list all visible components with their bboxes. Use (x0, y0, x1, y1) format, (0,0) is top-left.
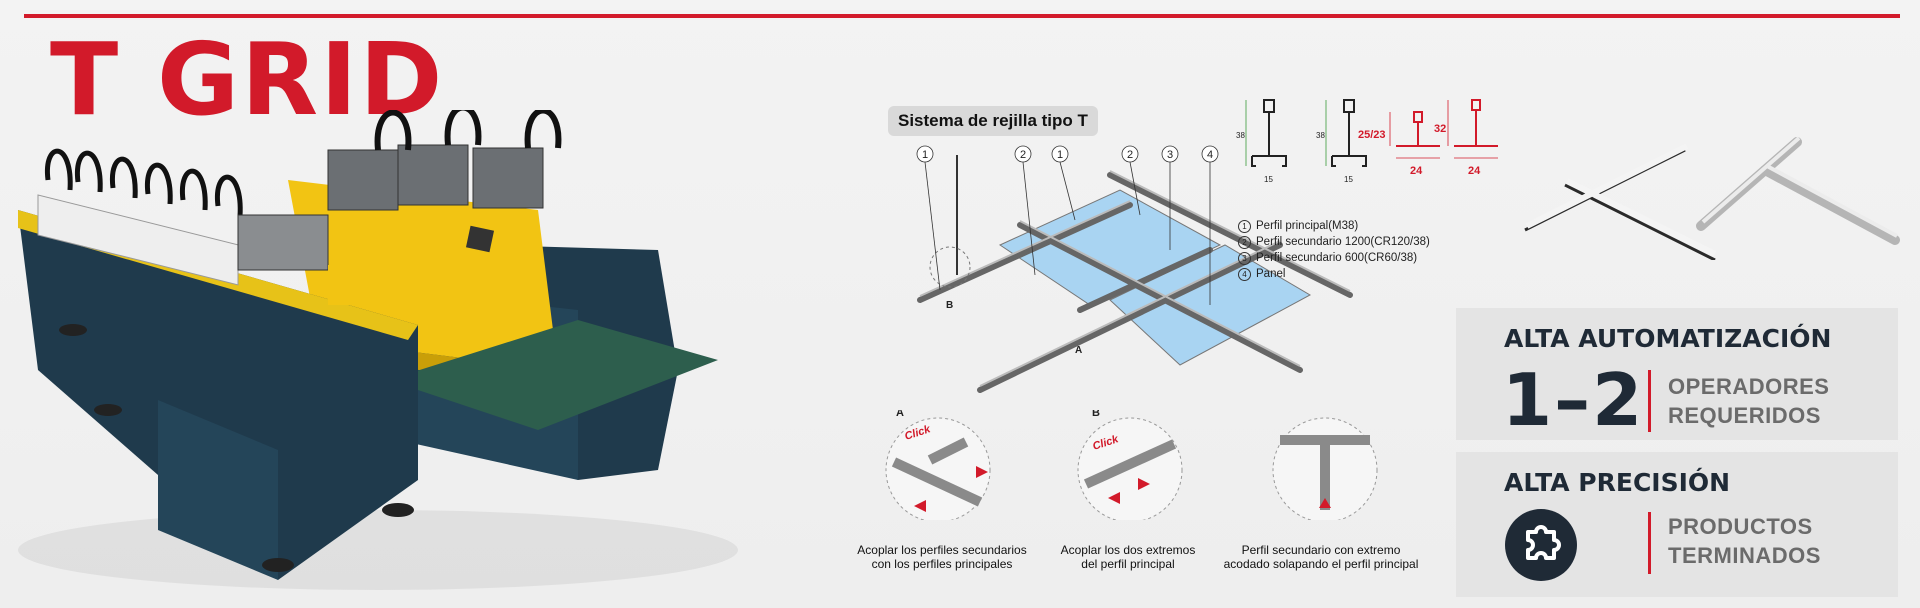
callout-1: 1 (922, 149, 928, 161)
callout-2: 2 (1020, 149, 1026, 161)
automation-heading: ALTA AUTOMATIZACIÓN (1504, 324, 1832, 353)
legend-number: 4 (1238, 267, 1251, 281)
dim-38b: 38 (1316, 131, 1325, 140)
callout-4: 4 (1207, 149, 1213, 161)
legend-item: 3 Perfil secundario 600(CR60/38) (1238, 250, 1430, 266)
dim-38a: 38 (1236, 131, 1245, 140)
dim-15a: 15 (1264, 175, 1273, 184)
page-title: T GRID (50, 21, 445, 138)
caption-line: con los perfiles principales (871, 557, 1013, 571)
divider (1648, 512, 1651, 574)
legend-text: Perfil principal(M38) (1256, 220, 1359, 232)
automation-card: ALTA AUTOMATIZACIÓN 1–2 OPERADORES REQUE… (1456, 308, 1898, 440)
dim-24b: 24 (1468, 165, 1481, 177)
callout-3: 3 (1167, 149, 1173, 161)
t-grid-assembly-diagram: 1 2 1 2 3 4 B A (916, 145, 1353, 393)
puzzle-icon (1505, 509, 1577, 581)
label-line: REQUERIDOS (1668, 403, 1821, 428)
detail-caption-b: Acoplar los dos extremos del perfil prin… (1048, 543, 1208, 571)
dim-25-23: 25/23 (1358, 129, 1386, 141)
callout-2b: 2 (1127, 149, 1133, 161)
callout-1b: 1 (1057, 149, 1063, 161)
legend-number: 1 (1238, 219, 1251, 233)
assembly-details: Click Click A B (885, 410, 1378, 520)
t-grid-product-photo (1524, 136, 1900, 260)
products-label: PRODUCTOS TERMINADOS (1668, 512, 1868, 570)
detail-caption-a: Acoplar los perfiles secundarios con los… (852, 543, 1032, 571)
legend-text: Perfil secundario 1200(CR120/38) (1256, 236, 1430, 248)
legend-number: 3 (1238, 251, 1251, 265)
point-a: A (1075, 345, 1082, 356)
legend-item: 4 Panel (1238, 266, 1430, 282)
legend-item: 1 Perfil principal(M38) (1238, 218, 1430, 234)
point-b: B (946, 300, 953, 311)
label-line: OPERADORES (1668, 374, 1830, 399)
caption-line: Acoplar los perfiles secundarios (857, 543, 1027, 557)
caption-line: acodado solapando el perfil principal (1223, 557, 1419, 571)
caption-line: del perfil principal (1081, 557, 1175, 571)
diagram-title: Sistema de rejilla tipo T (888, 106, 1098, 136)
label-line: TERMINADOS (1668, 543, 1821, 568)
caption-line: Perfil secundario con extremo (1241, 543, 1401, 557)
precision-card: ALTA PRECISIÓN PRODUCTOS TERMINADOS (1456, 452, 1898, 597)
legend-number: 2 (1238, 235, 1251, 249)
profile-cross-sections: 38 15 38 15 25/23 24 32 24 (1236, 99, 1498, 184)
top-accent-line (24, 14, 1900, 18)
operators-label: OPERADORES REQUERIDOS (1668, 372, 1868, 430)
legend-text: Perfil secundario 600(CR60/38) (1256, 252, 1418, 264)
detail-label-b: B (1092, 410, 1100, 419)
roll-forming-machine-image (18, 110, 738, 590)
label-line: PRODUCTOS (1668, 514, 1813, 539)
detail-label-a: A (896, 410, 904, 419)
precision-heading: ALTA PRECISIÓN (1504, 468, 1731, 497)
caption-line: Acoplar los dos extremos (1060, 543, 1196, 557)
detail-caption-c: Perfil secundario con extremo acodado so… (1208, 543, 1434, 571)
legend-text: Panel (1256, 268, 1286, 280)
dim-15b: 15 (1344, 175, 1353, 184)
dim-24a: 24 (1410, 165, 1423, 177)
dim-32: 32 (1434, 123, 1446, 135)
divider (1648, 370, 1651, 432)
legend-item: 2 Perfil secundario 1200(CR120/38) (1238, 234, 1430, 250)
operators-count: 1–2 (1502, 358, 1645, 442)
